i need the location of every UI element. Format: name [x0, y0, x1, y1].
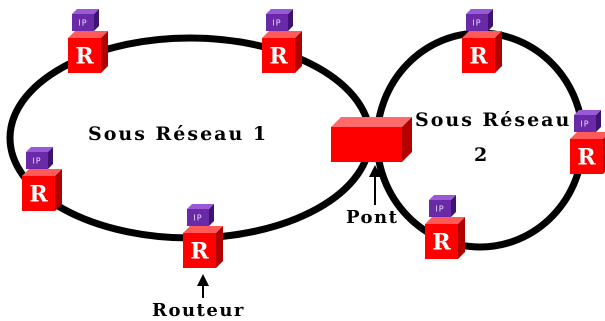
bridge-box — [331, 117, 412, 162]
ip-front-face — [72, 14, 94, 31]
router-side-face — [458, 217, 465, 259]
ip-front-face — [266, 14, 288, 31]
router-side-face — [55, 169, 62, 211]
router-letter: R — [190, 239, 209, 265]
bridge-front-face — [331, 127, 402, 162]
ip-top-face — [266, 9, 293, 14]
bridge-top-face — [331, 117, 412, 127]
ip-label: IP — [193, 214, 202, 223]
ip-top-face — [574, 110, 601, 115]
ip-side-face — [94, 9, 99, 31]
router-node: R IP — [68, 9, 108, 73]
router-front-face — [462, 38, 495, 73]
router-node: R IP — [22, 147, 62, 211]
ip-front-face — [466, 14, 488, 31]
router-node: R IP — [425, 195, 465, 259]
router-node: R IP — [262, 9, 302, 73]
router-top-face — [425, 217, 465, 224]
ip-top-face — [26, 147, 53, 152]
ip-front-face — [26, 152, 48, 169]
routers-group: R IP R IP R IP R IP R IP R IP R IP — [22, 9, 605, 268]
router-front-face — [22, 176, 55, 211]
router-top-face — [68, 31, 108, 38]
ip-side-face — [288, 9, 293, 31]
router-top-face — [262, 31, 302, 38]
ip-side-face — [48, 147, 53, 169]
ip-front-face — [574, 115, 596, 132]
router-node: R IP — [462, 9, 502, 73]
bridge-callout: Pont — [346, 165, 398, 228]
router-top-face — [570, 132, 605, 139]
subnet-2-label-line1: Sous Réseau — [415, 109, 571, 131]
subnet-1-label: Sous Réseau 1 — [88, 123, 268, 145]
ip-top-face — [187, 204, 214, 209]
bridge-label: Pont — [346, 207, 398, 228]
ip-label: IP — [78, 19, 87, 28]
ip-side-face — [209, 204, 214, 226]
router-letter: R — [75, 44, 94, 70]
ip-top-face — [466, 9, 493, 14]
router-letter: R — [269, 44, 288, 70]
ip-label: IP — [435, 205, 444, 214]
router-front-face — [262, 38, 295, 73]
router-side-face — [101, 31, 108, 73]
ip-label: IP — [32, 157, 41, 166]
bridge-side-face — [402, 117, 412, 162]
ip-side-face — [488, 9, 493, 31]
ip-top-face — [429, 195, 456, 200]
bridge-arrow-head — [369, 165, 381, 177]
router-letter: R — [432, 230, 451, 256]
ip-top-face — [72, 9, 99, 14]
ip-side-face — [596, 110, 601, 132]
router-arrow-head — [197, 274, 209, 286]
router-node: R IP — [570, 110, 605, 174]
subnet-2-label-line2: 2 — [474, 144, 489, 166]
router-letter: R — [469, 44, 488, 70]
router-front-face — [68, 38, 101, 73]
ip-side-face — [451, 195, 456, 217]
router-side-face — [216, 226, 223, 268]
router-top-face — [462, 31, 502, 38]
router-letter: R — [577, 145, 596, 171]
router-side-face — [495, 31, 502, 73]
router-label: Routeur — [152, 300, 245, 321]
router-side-face — [295, 31, 302, 73]
router-front-face — [425, 224, 458, 259]
ip-front-face — [187, 209, 209, 226]
router-front-face — [183, 233, 216, 268]
ip-label: IP — [272, 19, 281, 28]
ip-label: IP — [580, 120, 589, 129]
router-callout: Routeur — [152, 274, 245, 321]
ip-label: IP — [472, 19, 481, 28]
router-top-face — [183, 226, 223, 233]
router-letter: R — [29, 182, 48, 208]
ip-front-face — [429, 200, 451, 217]
router-node: R IP — [183, 204, 223, 268]
router-top-face — [22, 169, 62, 176]
router-front-face — [570, 139, 603, 174]
